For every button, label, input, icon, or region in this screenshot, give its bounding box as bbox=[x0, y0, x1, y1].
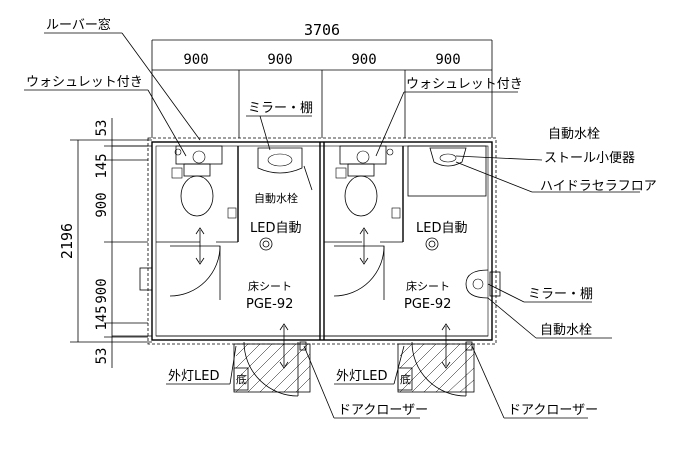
label-mirror-shelf-top: ミラー・棚 bbox=[248, 101, 313, 116]
label-outdoor-led-right: 外灯LED bbox=[336, 369, 387, 384]
dim-900-upper: 900 bbox=[94, 192, 110, 217]
label-auto-faucet-urinal: 自動水栓 bbox=[548, 127, 600, 142]
dim-overall-depth: 2196 bbox=[58, 223, 76, 259]
label-floor-code-left: PGE-92 bbox=[246, 297, 293, 312]
dim-53-bottom: 53 bbox=[94, 348, 110, 365]
dim-53-top: 53 bbox=[94, 120, 110, 137]
dim-module-3: 900 bbox=[351, 52, 376, 68]
building-walls bbox=[112, 137, 497, 345]
label-louver-window: ルーバー窓 bbox=[46, 17, 111, 33]
label-step-left: 底 bbox=[236, 372, 247, 386]
label-mirror-shelf-right: ミラー・棚 bbox=[528, 287, 593, 302]
dim-module-4: 900 bbox=[435, 52, 460, 68]
label-hydro-ceramic-floor: ハイドラセラフロア bbox=[540, 179, 657, 194]
top-dimensions: 3706 900 900 900 900 bbox=[151, 21, 493, 138]
label-door-closer-right: ドアクローザー bbox=[508, 403, 598, 418]
label-floor-sheet-left: 床シート bbox=[248, 279, 292, 293]
left-dimensions: 2196 53 145 900 900 145 53 bbox=[58, 118, 152, 368]
label-floor-sheet-right: 床シート bbox=[406, 279, 450, 293]
label-washlet-right: ウォシュレット付き bbox=[406, 77, 523, 92]
label-led-auto-left: LED自動 bbox=[250, 221, 301, 236]
label-auto-faucet-inner: 自動水栓 bbox=[254, 191, 298, 205]
fixtures bbox=[171, 145, 501, 299]
leader-lines bbox=[24, 32, 640, 419]
label-led-auto-right: LED自動 bbox=[416, 221, 467, 236]
label-washlet-left: ウォシュレット付き bbox=[26, 75, 143, 90]
dim-900-lower: 900 bbox=[94, 278, 110, 303]
dim-145-top: 145 bbox=[94, 153, 110, 178]
label-step-right: 底 bbox=[400, 372, 411, 386]
dim-overall-width: 3706 bbox=[304, 21, 340, 39]
label-floor-code-right: PGE-92 bbox=[404, 297, 451, 312]
entrance-steps bbox=[233, 341, 475, 397]
dim-module-1: 900 bbox=[183, 52, 208, 68]
dim-145-bottom: 145 bbox=[94, 305, 110, 330]
label-door-closer-left: ドアクローザー bbox=[338, 403, 428, 418]
led-light-left bbox=[259, 237, 273, 251]
led-light-right bbox=[425, 237, 439, 251]
label-outdoor-led-left: 外灯LED bbox=[168, 369, 219, 384]
label-stall-urinal: ストール小便器 bbox=[544, 151, 635, 166]
label-auto-faucet-right: 自動水栓 bbox=[540, 323, 592, 338]
dim-module-2: 900 bbox=[267, 52, 292, 68]
